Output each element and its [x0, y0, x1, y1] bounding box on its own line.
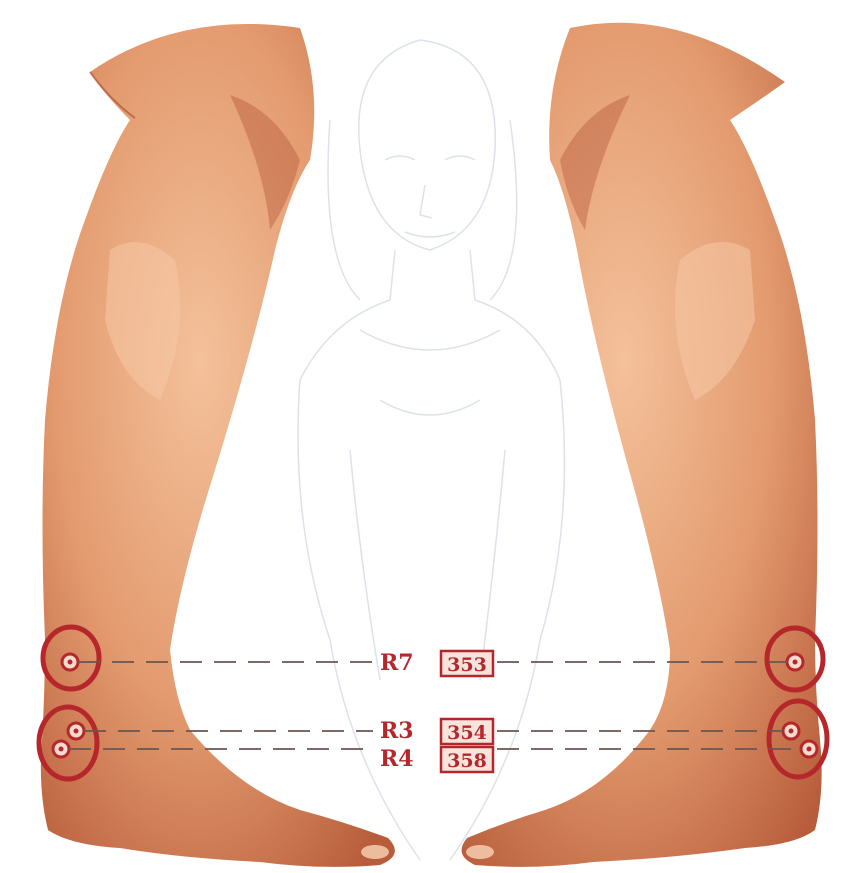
point-number-353: 353 [447, 654, 487, 676]
background-figure-sketch [298, 40, 565, 860]
point-number-354: 354 [447, 722, 487, 744]
point-code-r3: R3 [380, 718, 414, 744]
point-code-r4: R4 [380, 746, 414, 772]
point-number-358: 358 [447, 750, 487, 772]
left-leg [41, 24, 395, 867]
point-labels: R7 353 R3 354 R4 358 [380, 650, 493, 772]
point-code-r7: R7 [380, 650, 414, 676]
